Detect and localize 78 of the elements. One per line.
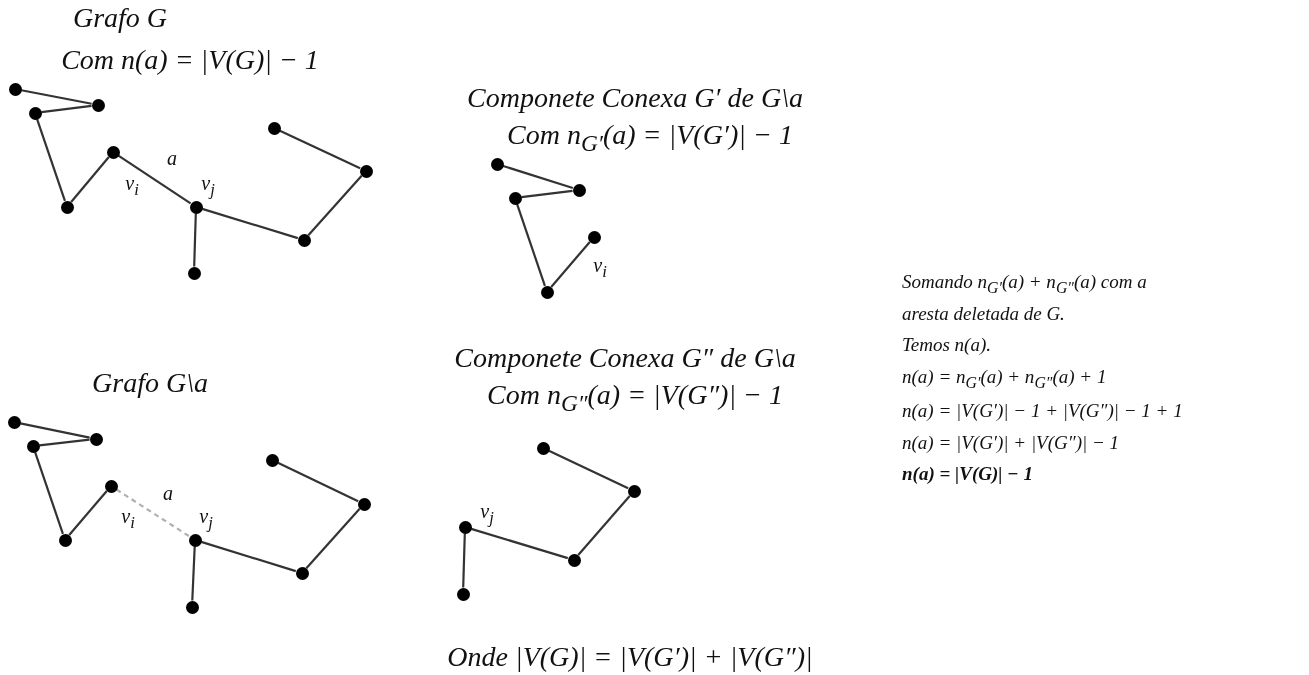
formula-text: n(a) = |V(G)| − 1 xyxy=(902,462,1034,487)
formula-text: Com n$_{G′}$(a) = |V(G′)| − 1 xyxy=(507,119,793,157)
graph-edge xyxy=(117,154,192,205)
graph-edge xyxy=(115,488,191,538)
graph-edge xyxy=(548,449,629,490)
formula-text: n(a) = |V(G′)| − 1 + |V(G″)| − 1 + 1 xyxy=(902,399,1184,424)
formula-text: Onde |V(G)| = |V(G′)| + |V(G″)| xyxy=(447,641,813,673)
graph-edge xyxy=(277,461,359,503)
graph-edge xyxy=(34,451,64,535)
graph-edge xyxy=(462,533,466,588)
graph-edge xyxy=(201,207,299,240)
vertex-dot xyxy=(26,439,40,453)
vertex-dot xyxy=(7,415,21,429)
vertex-dot xyxy=(8,82,22,96)
vertex-dot xyxy=(267,121,281,135)
graph-edge xyxy=(193,213,197,267)
graph-edge xyxy=(41,104,92,114)
vertex-dot xyxy=(295,566,309,580)
graph-edge xyxy=(470,527,569,560)
vertex-dot xyxy=(297,233,311,247)
graph-edge xyxy=(305,508,361,569)
graph-edge xyxy=(279,129,361,170)
vertex-dot xyxy=(572,183,586,197)
graph-edge xyxy=(521,189,573,199)
edge-label: a xyxy=(163,481,173,505)
vertex-dot xyxy=(357,497,371,511)
vertex-dot xyxy=(91,98,105,112)
graph-edge xyxy=(20,422,90,439)
vertex-dot xyxy=(58,533,72,547)
vertex-dot xyxy=(189,200,203,214)
graph-edge xyxy=(39,438,90,447)
formula-text: n(a) = |V(G′)| + |V(G″)| − 1 xyxy=(902,430,1121,455)
formula-text: Com n(a) = |V(G)| − 1 xyxy=(61,44,319,76)
formula-text: n(a) = n$_{G′}$(a) + n$_{G″}$(a) + 1 xyxy=(902,364,1108,393)
graph-edge xyxy=(516,203,546,287)
graph-edge xyxy=(36,118,66,202)
graph-heading: Grafo G xyxy=(72,2,168,34)
vertex-dot xyxy=(458,520,472,534)
vertex-label: v$_{j}$ xyxy=(199,505,213,533)
vertex-dot xyxy=(187,266,201,280)
vertex-dot xyxy=(185,600,199,614)
note-text: Temos n(a). xyxy=(902,333,993,358)
vertex-dot xyxy=(540,285,554,299)
graph-edge xyxy=(502,164,574,190)
vertex-dot xyxy=(536,441,550,455)
graph-heading: Componete Conexa G′ de G\a xyxy=(467,82,803,114)
graph-edge xyxy=(21,89,92,105)
vertex-label: v$_{i}$ xyxy=(121,505,135,533)
graph-edge xyxy=(200,540,297,573)
vertex-dot xyxy=(89,432,103,446)
vertex-dot xyxy=(456,587,470,601)
vertex-dot xyxy=(359,164,373,178)
graph-heading: Grafo G\a xyxy=(92,367,208,399)
vertex-dot xyxy=(490,157,504,171)
note-text: Somando n$_{G′}$(a) + n$_{G″}$(a) com a aresta deletada de G. xyxy=(902,270,1148,326)
vertex-dot xyxy=(265,453,279,467)
vertex-dot xyxy=(60,200,74,214)
graph-edge xyxy=(68,490,108,536)
vertex-label: v$_{j}$ xyxy=(480,500,494,528)
vertex-dot xyxy=(188,533,202,547)
formula-text: Com n$_{G″}$(a) = |V(G″)| − 1 xyxy=(487,379,783,417)
graph-edge xyxy=(191,546,196,601)
vertex-label: v$_{i}$ xyxy=(593,254,607,282)
graph-heading: Componete Conexa G″ de G\a xyxy=(454,342,796,374)
vertex-dot xyxy=(106,145,120,159)
graph-edge xyxy=(550,241,591,288)
vertex-dot xyxy=(627,484,641,498)
graph-edge xyxy=(577,495,631,556)
vertex-dot xyxy=(28,106,42,120)
graph-edge xyxy=(70,156,110,203)
vertex-dot xyxy=(567,553,581,567)
vertex-dot xyxy=(104,479,118,493)
graph-edge xyxy=(307,175,363,236)
vertex-dot xyxy=(508,191,522,205)
vertex-label: v$_{j}$ xyxy=(201,172,215,200)
vertex-dot xyxy=(587,230,601,244)
vertex-label: v$_{i}$ xyxy=(125,172,139,200)
edge-label: a xyxy=(167,146,177,170)
